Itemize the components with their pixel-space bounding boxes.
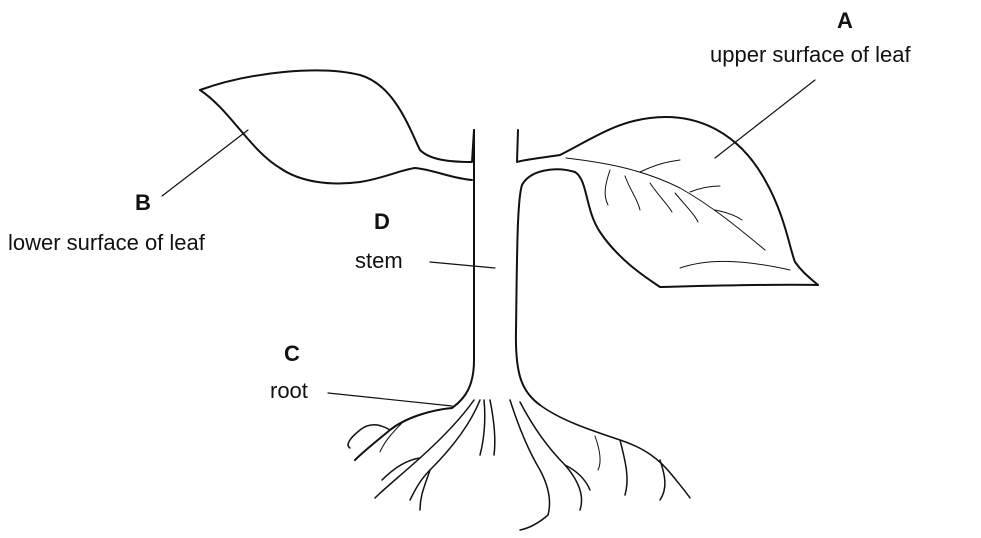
label-d-text: stem: [355, 250, 403, 272]
label-c-letter: C: [284, 343, 300, 365]
label-d-letter: D: [374, 211, 390, 233]
label-a-text: upper surface of leaf: [710, 44, 911, 66]
roots: [348, 400, 690, 530]
pointer-line-a: [715, 80, 815, 158]
right-leaf: [560, 117, 818, 287]
pointer-line-d: [430, 262, 495, 268]
stem: [452, 130, 575, 408]
left-leaf: [200, 70, 474, 183]
label-b-letter: B: [135, 192, 151, 214]
label-c-text: root: [270, 380, 308, 402]
pointer-line-b: [162, 130, 248, 196]
pointer-line-c: [328, 393, 452, 406]
label-b-text: lower surface of leaf: [8, 232, 205, 254]
label-a-letter: A: [837, 10, 853, 32]
